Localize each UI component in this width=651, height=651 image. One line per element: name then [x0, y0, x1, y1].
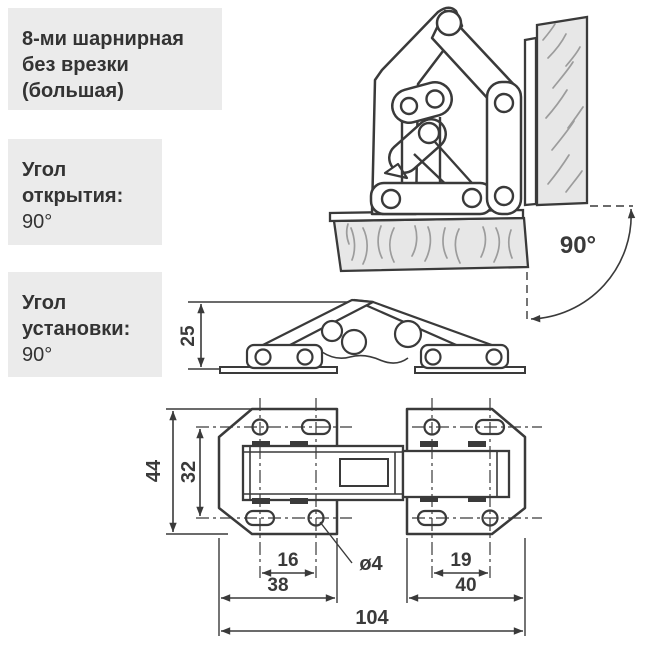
- hinge-mechanism: [369, 6, 523, 216]
- opening-angle-box: Угол открытия: 90°: [8, 139, 162, 245]
- cabinet-panel-grain: [345, 223, 513, 265]
- hole-diameter-leader: [319, 521, 353, 564]
- angle-90-label: 90°: [560, 232, 596, 259]
- dim-32-label: 32: [178, 461, 200, 483]
- product-title-line-2: без врезки: [22, 54, 129, 76]
- dim-40-label: 40: [455, 575, 476, 596]
- product-title-line-1: 8-ми шарнирная: [22, 28, 184, 50]
- hole-diameter-label: ø4: [359, 553, 383, 575]
- open-hinge-view: 90°: [328, 6, 636, 323]
- dim-19-label: 19: [450, 550, 471, 571]
- door-panel: [523, 15, 589, 207]
- dim-44-label: 44: [143, 459, 165, 482]
- opening-angle-value: 90°: [22, 211, 53, 233]
- side-view: 25: [178, 298, 526, 374]
- mounting-angle-label: Угол установки:: [22, 292, 131, 340]
- product-title-line-3: (большая): [22, 80, 124, 102]
- opening-angle-annotation: 90°: [526, 205, 636, 323]
- door-panel-grain: [542, 23, 584, 193]
- angle-arc: [530, 208, 636, 323]
- dim-38-label: 38: [267, 575, 288, 596]
- center-lines: [196, 398, 542, 578]
- cabinet-panel: [328, 208, 530, 273]
- mounting-angle-value: 90°: [22, 344, 53, 366]
- dim-16-label: 16: [277, 550, 298, 571]
- opening-angle-label: Угол открытия:: [22, 159, 124, 207]
- product-title-box: 8-ми шарнирная без врезки (большая): [8, 8, 222, 110]
- dim-25-label: 25: [178, 325, 199, 347]
- dim-104-label: 104: [355, 607, 389, 629]
- mounting-angle-box: Угол установки: 90°: [8, 272, 162, 377]
- plan-view: 44 32 16 38 19 40 104 ø4: [143, 398, 542, 636]
- hinge-body-plan: [241, 441, 511, 504]
